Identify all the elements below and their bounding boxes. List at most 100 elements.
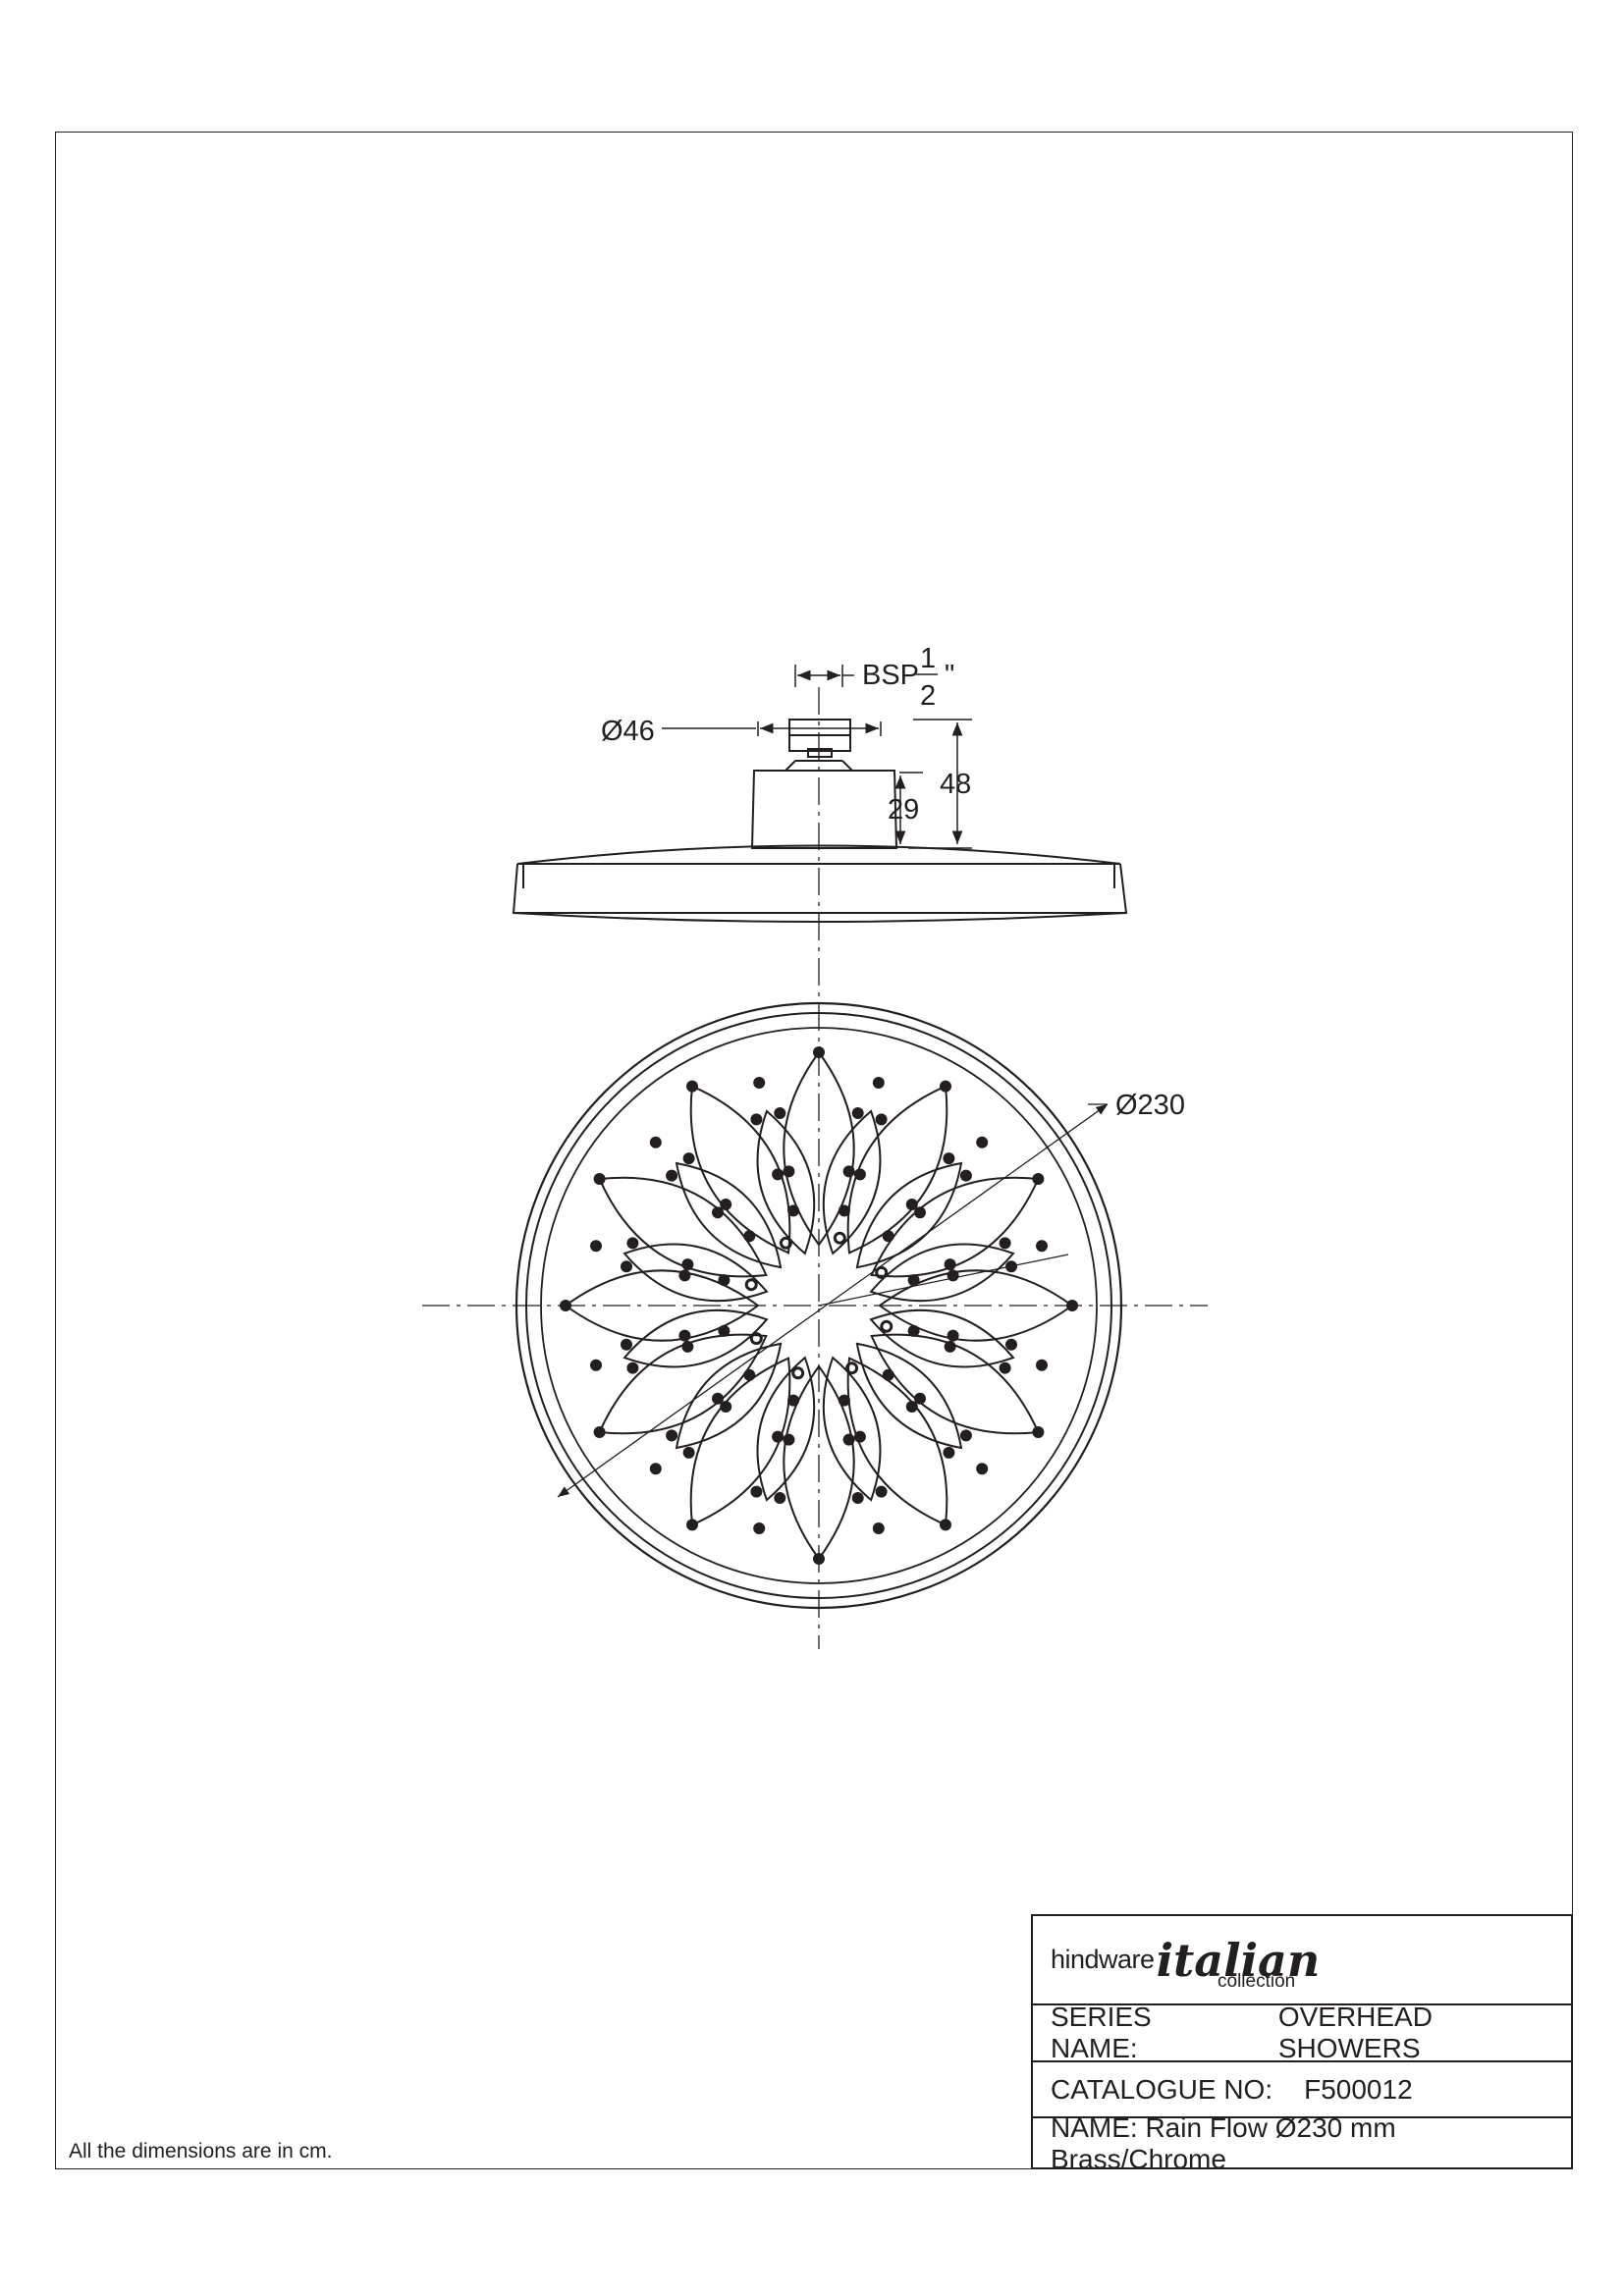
- nozzle-dot: [621, 1260, 632, 1273]
- hex-diameter-label: Ø46: [601, 716, 655, 747]
- nozzle-dot: [875, 1485, 888, 1498]
- catalogue-label: CATALOGUE NO:: [1051, 2073, 1273, 2105]
- nozzle-dot: [999, 1362, 1011, 1374]
- shower-plate-side: [512, 863, 1128, 914]
- nozzle-dot: [914, 1206, 926, 1219]
- connector-body: [750, 770, 898, 849]
- plate-diameter-label: Ø230: [1115, 1090, 1185, 1121]
- nozzle-dot: [943, 1152, 955, 1165]
- nozzle-dot: [940, 1519, 951, 1531]
- nozzle-dot: [842, 1165, 855, 1178]
- nozzle-dot: [959, 1169, 972, 1182]
- nozzle-dot: [787, 1394, 800, 1407]
- nozzle-dot: [959, 1429, 972, 1442]
- center-nozzle: [880, 1319, 893, 1333]
- nozzle-dot: [666, 1429, 678, 1442]
- nozzle-dot: [872, 1522, 885, 1534]
- nozzle-dot: [681, 1258, 694, 1271]
- bsp-label: BSP: [862, 660, 919, 691]
- spray-petal-inner: [675, 1161, 783, 1269]
- title-block: hindware italian collection SERIES NAME:…: [1031, 1914, 1573, 2174]
- dimension-lines: [662, 665, 972, 849]
- catalogue-row: CATALOGUE NO: F500012: [1033, 2060, 1571, 2116]
- nozzle-dot: [678, 1329, 691, 1342]
- nozzle-dots: [560, 1046, 1078, 1565]
- spray-petal-inner: [855, 1161, 963, 1269]
- nozzle-dot: [907, 1274, 920, 1287]
- nozzle-dot: [875, 1113, 888, 1126]
- nozzle-dot: [838, 1394, 850, 1407]
- center-nozzle: [749, 1332, 763, 1346]
- center-nozzle: [833, 1231, 846, 1245]
- nozzle-dot: [712, 1392, 724, 1405]
- body-height-label: 29: [888, 794, 919, 826]
- nozzle-dot: [666, 1169, 678, 1182]
- nozzle-dot: [783, 1165, 795, 1178]
- series-label: SERIES NAME:: [1051, 2002, 1152, 2063]
- nozzle-dot: [813, 1553, 825, 1565]
- nozzle-dot: [753, 1077, 766, 1089]
- nozzle-dot: [944, 1258, 956, 1271]
- nozzle-dot: [774, 1107, 786, 1119]
- side-view: [512, 687, 1128, 1649]
- nozzle-dot: [750, 1113, 763, 1126]
- nozzle-dot: [681, 1340, 694, 1353]
- nozzle-dot: [976, 1136, 989, 1148]
- nozzle-dot: [590, 1359, 602, 1371]
- nozzle-dot: [813, 1046, 825, 1058]
- nozzle-dot: [842, 1433, 855, 1446]
- nozzle-dot: [1036, 1359, 1048, 1371]
- nozzle-dot: [914, 1392, 926, 1405]
- nozzle-dot: [882, 1368, 894, 1381]
- brand-sub: collection: [1218, 1971, 1296, 1992]
- nozzle-dot: [720, 1199, 732, 1210]
- series-value: OVERHEAD SHOWERS: [1277, 2002, 1433, 2063]
- nozzle-dot: [772, 1430, 785, 1443]
- spray-petal-inner: [756, 1109, 816, 1255]
- nozzle-dot: [1036, 1240, 1048, 1253]
- drawing-frame: [55, 132, 1573, 2169]
- spray-petal-inner: [822, 1356, 882, 1502]
- nozzle-dot: [943, 1446, 955, 1459]
- nozzle-dot: [944, 1340, 956, 1353]
- nozzle-dot: [787, 1204, 800, 1217]
- bsp-fraction-num: 1: [920, 643, 936, 674]
- nozzle-dot: [882, 1230, 894, 1243]
- nozzle-dot: [905, 1401, 918, 1413]
- brand-logo: hindware italian collection: [1033, 1916, 1571, 2003]
- nozzle-dot: [678, 1269, 691, 1282]
- nozzle-dot: [560, 1300, 571, 1311]
- product-name: NAME: Rain Flow Ø230 mm Brass/Chrome: [1051, 2112, 1396, 2174]
- nozzle-dot: [753, 1522, 766, 1534]
- nozzle-dot: [851, 1107, 864, 1119]
- nozzle-dot: [718, 1324, 731, 1337]
- nozzle-dot: [590, 1240, 602, 1253]
- nozzle-dot: [947, 1329, 959, 1342]
- nozzle-dot: [682, 1152, 695, 1165]
- spray-petal-inner: [822, 1109, 882, 1255]
- nozzle-dot: [947, 1269, 959, 1282]
- nozzle-dot: [1005, 1260, 1017, 1273]
- nozzle-dot: [838, 1204, 850, 1217]
- bsp-unit: ": [945, 660, 954, 691]
- spray-petal-inner: [756, 1356, 816, 1502]
- spray-petal-inner: [869, 1243, 1015, 1303]
- spray-petal-inner: [869, 1308, 1015, 1368]
- nozzle-dot: [999, 1237, 1011, 1250]
- nozzle-dot: [750, 1485, 763, 1498]
- spray-petal-inner: [623, 1243, 769, 1303]
- nozzle-dot: [720, 1401, 732, 1413]
- nozzle-dot: [743, 1368, 756, 1381]
- nozzle-dot: [783, 1433, 795, 1446]
- nozzle-dot: [1005, 1338, 1017, 1351]
- nozzle-dot: [686, 1519, 698, 1531]
- nozzle-dot: [686, 1080, 698, 1093]
- nozzle-dot: [621, 1338, 632, 1351]
- nozzle-dot: [682, 1446, 695, 1459]
- brand-name: hindware: [1051, 1945, 1155, 1974]
- nozzle-dot: [1066, 1300, 1078, 1311]
- nozzle-dot: [976, 1463, 989, 1475]
- nozzle-dot: [626, 1362, 639, 1374]
- nozzle-dot: [853, 1168, 866, 1181]
